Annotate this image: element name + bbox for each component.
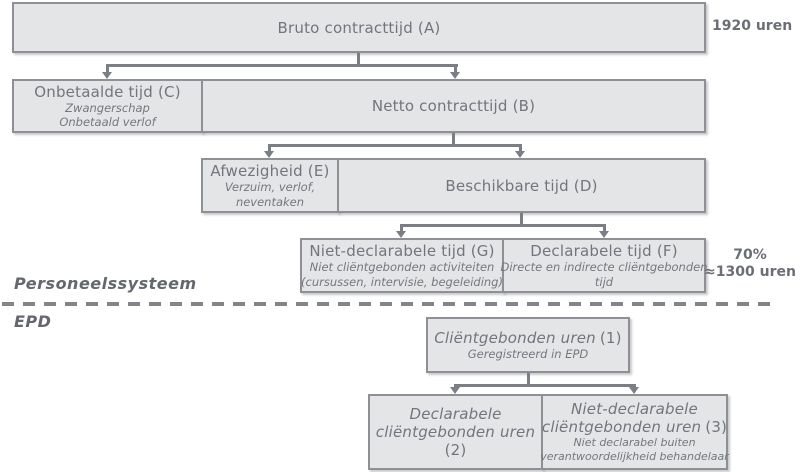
arrow-down-icon (264, 151, 274, 158)
box-title: Afwezigheid (E) (210, 162, 330, 181)
arrow-down-icon (629, 387, 639, 394)
arrow-down-icon (599, 231, 609, 238)
label-epd: EPD (14, 312, 52, 331)
box-title: Bruto contracttijd (A) (277, 18, 441, 37)
arrow-down-icon (515, 151, 525, 158)
box-title: Cliëntgebonden uren(1) (434, 329, 621, 347)
connector-a-horizontal (106, 64, 458, 67)
arrow-down-icon (450, 72, 460, 79)
box-title-number: (3) (705, 418, 728, 437)
arrow-down-icon (396, 231, 406, 238)
box-title: Declarabele (409, 405, 502, 423)
box-bruto-contracttijd: Bruto contracttijd (A) (12, 2, 706, 53)
box-netto-contracttijd: Netto contracttijd (B) (201, 79, 706, 133)
arrow-down-icon (102, 72, 112, 79)
connector-a-stem (357, 53, 360, 66)
connector-n1-horizontal (454, 384, 636, 387)
connector-d-left-stub (400, 224, 403, 232)
box-title-main: cliëntgebonden uren (541, 418, 702, 437)
box-niet-declarabele-clientgebonden-uren: Niet-declarabele cliëntgebonden uren(3) … (540, 394, 729, 470)
connector-b-stem (452, 133, 455, 146)
connector-a-right-stub (454, 64, 457, 73)
connector-b-right-stub (519, 144, 522, 152)
connector-d-horizontal (400, 224, 606, 227)
box-subtitle-line: verantwoordelijkheid behandelaar (540, 450, 729, 463)
box-subtitle-line: Niet cliëntgebonden activiteiten (309, 260, 495, 275)
box-title: Niet-declarabele tijd (G) (309, 242, 495, 261)
box-subtitle-line: Geregistreerd in EPD (467, 346, 589, 361)
box-declarabele-clientgebonden-uren: Declarabele cliëntgebonden uren (2) (368, 394, 543, 470)
box-subtitle-line: Directe en indirecte cliëntgebonden (500, 260, 708, 275)
system-divider-dashed-line (2, 302, 776, 306)
box-title-main: Cliëntgebonden uren (434, 328, 596, 347)
box-title-number: (1) (599, 328, 622, 347)
box-subtitle-line: tijd (594, 274, 614, 289)
box-title: Niet-declarabele (571, 400, 698, 419)
connector-d-right-stub (603, 224, 606, 232)
box-subtitle-line: neventaken (235, 194, 305, 209)
connector-d-stem (520, 213, 523, 226)
box-onbetaalde-tijd: Onbetaalde tijd (C) Zwangerschap Onbetaa… (12, 79, 203, 133)
annotation-declarable-share: 70% ≈1300 uren (704, 247, 796, 281)
annotation-percent: 70% (733, 247, 767, 263)
box-subtitle-line: Zwangerschap (65, 100, 150, 115)
connector-b-horizontal (268, 144, 522, 147)
arrow-down-icon (450, 387, 460, 394)
annotation-total-hours: 1920 uren (712, 18, 793, 34)
label-personeelssysteem: Personeelssysteem (14, 274, 197, 293)
connector-b-left-stub (268, 144, 271, 152)
box-subtitle-line: Onbetaald verlof (59, 115, 156, 129)
box-beschikbare-tijd: Beschikbare tijd (D) (337, 158, 706, 213)
connector-n1-stem (527, 373, 530, 386)
box-title: Declarabele tijd (F) (530, 242, 678, 261)
box-clientgebonden-uren: Cliëntgebonden uren(1) Geregistreerd in … (426, 317, 630, 373)
connector-a-left-stub (106, 64, 109, 73)
annotation-approx-hours: ≈1300 uren (704, 264, 796, 280)
box-title: cliëntgebonden uren (375, 423, 536, 441)
box-niet-declarabele-tijd: Niet-declarabele tijd (G) Niet cliëntgeb… (300, 238, 504, 293)
box-afwezigheid: Afwezigheid (E) Verzuim, verlof, neventa… (201, 158, 339, 213)
box-subtitle-line: (cursussen, intervisie, begeleiding) (301, 274, 503, 289)
box-title: Beschikbare tijd (D) (445, 176, 598, 195)
box-subtitle-line: Niet declarabel buiten (573, 436, 696, 450)
box-declarabele-tijd: Declarabele tijd (F) Directe en indirect… (500, 238, 708, 293)
box-title: cliëntgebonden uren(3) (542, 418, 727, 436)
box-title: Onbetaalde tijd (C) (34, 82, 181, 101)
box-subtitle-line: Verzuim, verlof, (224, 180, 316, 195)
box-title-number: (2) (444, 441, 467, 459)
box-title: Netto contracttijd (B) (371, 97, 536, 115)
